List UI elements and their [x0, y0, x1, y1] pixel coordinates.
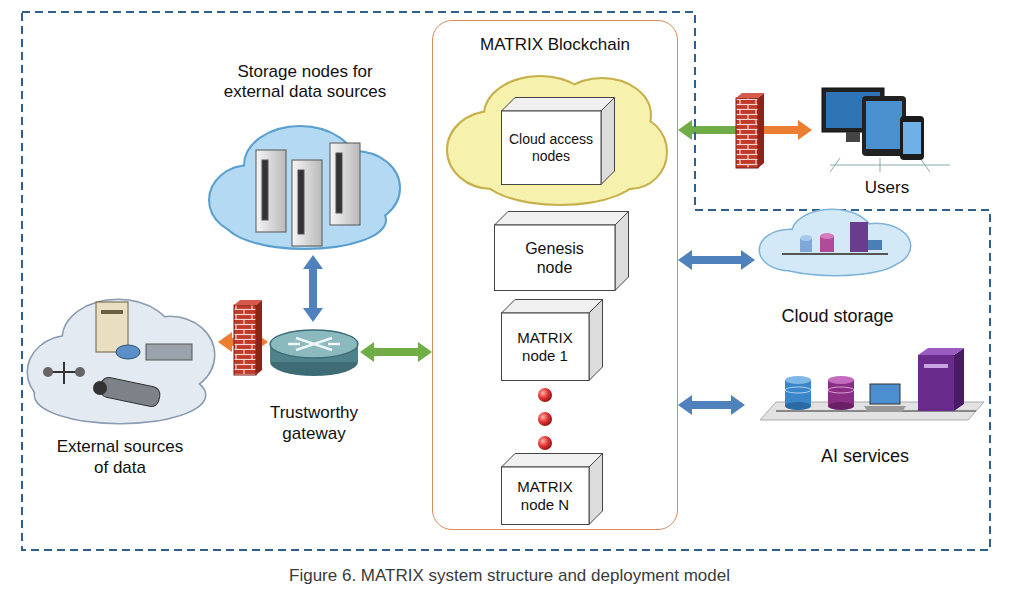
cube-front	[502, 467, 590, 525]
cube-side	[589, 454, 603, 525]
arrow-head	[731, 395, 745, 415]
arrow-shaft	[372, 348, 420, 356]
ai-services: AI services	[745, 360, 985, 470]
router-icon	[270, 330, 358, 376]
system-boundary	[22, 12, 990, 550]
cloud-storage: Cloud storage	[755, 215, 920, 330]
arrow-head	[741, 250, 755, 270]
arrow-head	[418, 342, 432, 362]
label-holder: External sources of data	[50, 437, 190, 478]
label-holder: Cloud storage	[758, 306, 918, 328]
gateway: Trustworthy gateway	[268, 322, 360, 446]
firewall	[736, 93, 764, 168]
ellipsis-dots	[538, 388, 552, 450]
bidirectional-arrow	[678, 250, 755, 270]
label-holder: Trustworthy gateway	[258, 403, 370, 444]
firewall	[234, 300, 262, 375]
node-cube: MATRIX node N	[501, 453, 603, 525]
figure-caption: Figure 6. MATRIX system structure and de…	[0, 566, 1019, 586]
cube-top	[502, 98, 615, 112]
node-label: MATRIX node N	[505, 478, 585, 514]
blockchain-cloud	[448, 77, 666, 204]
cube-side	[601, 98, 615, 185]
node-caption: Users	[817, 178, 957, 198]
arrow-shaft	[309, 267, 317, 310]
arrow-head	[218, 332, 232, 352]
arrow-head	[678, 120, 692, 140]
cube-face: MATRIX node N	[501, 467, 589, 525]
caption-holder: Figure 6. MATRIX system structure and de…	[0, 566, 1019, 586]
node-caption: Cloud storage	[758, 306, 918, 328]
users: Users	[812, 82, 962, 200]
cube-top	[495, 212, 629, 226]
arrow-head	[798, 120, 812, 140]
arrow-head	[678, 250, 692, 270]
cube-face: MATRIX node 1	[501, 313, 589, 381]
node-cube: Cloud access nodes	[501, 97, 615, 185]
arrow-head	[678, 395, 692, 415]
cube-face: Genesis node	[494, 225, 615, 291]
node-caption: External sources of data	[50, 437, 190, 478]
panel-heading: MATRIX Blockchain	[433, 35, 677, 55]
arrow-shaft	[690, 401, 733, 409]
arrow-head	[303, 308, 323, 322]
cube-front	[502, 111, 602, 185]
cube-top	[502, 454, 603, 468]
storage-cloud-icon	[760, 210, 910, 275]
bidirectional-arrow	[360, 342, 432, 362]
arrow-shaft	[690, 256, 743, 264]
node-label: Genesis node	[516, 239, 593, 277]
label-holder: AI services	[765, 446, 965, 468]
external-cloud	[28, 300, 214, 423]
arrow-head	[303, 255, 323, 269]
heading-holder: MATRIX Blockchain	[433, 35, 677, 55]
user-devices	[822, 88, 950, 172]
cube-side	[615, 212, 629, 291]
node-cube: Genesis node	[494, 211, 629, 291]
node-cube: MATRIX node 1	[501, 299, 603, 381]
cube-front	[502, 313, 590, 381]
node-label: Cloud access nodes	[504, 131, 598, 165]
node-caption: Storage nodes for external data sources	[207, 62, 403, 103]
cube-top	[502, 300, 603, 314]
bidirectional-arrow	[303, 255, 323, 322]
data-sources: External sources of data	[22, 300, 218, 480]
cube-face: Cloud access nodes	[501, 111, 601, 185]
blockchain-panel: Cloud access nodesGenesis nodeMATRIX nod…	[432, 20, 678, 530]
node-caption: AI services	[765, 446, 965, 468]
ai-services-icon	[760, 348, 984, 420]
node-label: MATRIX node 1	[505, 329, 585, 365]
storage-cloud	[210, 127, 399, 248]
cube-side	[589, 300, 603, 381]
label-holder: Storage nodes for external data sources	[207, 62, 403, 103]
node-caption: Trustworthy gateway	[258, 403, 370, 444]
bidirectional-arrow	[678, 395, 745, 415]
label-holder: Users	[817, 178, 957, 198]
cube-front	[495, 225, 616, 291]
arrow-head	[360, 342, 374, 362]
storage-nodes: Storage nodes for external data sources	[205, 62, 405, 255]
